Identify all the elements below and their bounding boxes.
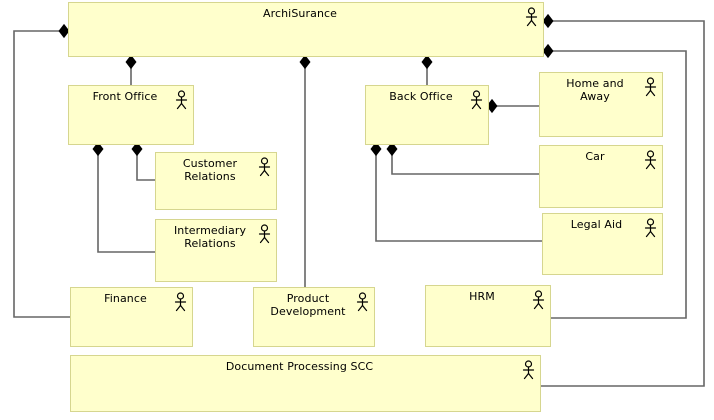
actor-icon — [525, 7, 538, 27]
node-label-customer-relations: Customer Relations — [182, 157, 238, 183]
actor-icon — [644, 150, 657, 170]
node-hrm[interactable]: HRM — [425, 285, 551, 347]
node-label-archisurance: ArchiSurance — [262, 7, 338, 20]
actor-icon — [644, 77, 657, 97]
node-label-finance: Finance — [104, 292, 147, 305]
composition-diamond-archisurance-product-development — [299, 54, 311, 70]
node-archisurance[interactable]: ArchiSurance — [68, 2, 544, 57]
node-intermediary-relations[interactable]: Intermediary Relations — [155, 219, 277, 282]
edge-front-office-customer-relations — [136, 151, 155, 181]
node-label-hrm: HRM — [469, 290, 495, 303]
node-label-intermediary-relations: Intermediary Relations — [173, 224, 247, 250]
node-label-front-office: Front Office — [92, 90, 158, 103]
actor-icon — [258, 224, 271, 244]
node-front-office[interactable]: Front Office — [68, 85, 194, 145]
actor-icon — [644, 218, 657, 238]
node-back-office[interactable]: Back Office — [365, 85, 489, 145]
actor-icon — [175, 90, 188, 110]
node-document-processing-scc[interactable]: Document Processing SCC — [70, 355, 541, 412]
edge-back-office-car — [391, 151, 539, 175]
composition-diamond-archisurance-back-office — [421, 54, 433, 70]
node-label-product-development: Product Development — [270, 292, 346, 318]
node-product-development[interactable]: Product Development — [253, 287, 375, 347]
actor-icon — [532, 290, 545, 310]
node-car[interactable]: Car — [539, 145, 663, 208]
composition-diamond-archisurance-document-processing — [542, 13, 554, 29]
node-customer-relations[interactable]: Customer Relations — [155, 152, 277, 210]
actor-icon — [470, 90, 483, 110]
actor-icon — [356, 292, 369, 312]
composition-diamond-archisurance-front-office — [125, 54, 137, 70]
edge-front-office-intermediary-relations — [97, 151, 155, 253]
node-legal-aid[interactable]: Legal Aid — [542, 213, 663, 275]
actor-icon — [258, 157, 271, 177]
edge-back-office-legal-aid — [375, 151, 542, 242]
actor-icon — [522, 360, 535, 380]
node-home-and-away[interactable]: Home and Away — [539, 72, 663, 137]
node-finance[interactable]: Finance — [70, 287, 193, 347]
actor-icon — [174, 292, 187, 312]
node-label-document-processing-scc: Document Processing SCC — [225, 360, 374, 373]
node-label-back-office: Back Office — [389, 90, 453, 103]
composition-diamond-archisurance-hrm — [542, 43, 554, 59]
edge-archisurance-finance — [13, 30, 70, 318]
